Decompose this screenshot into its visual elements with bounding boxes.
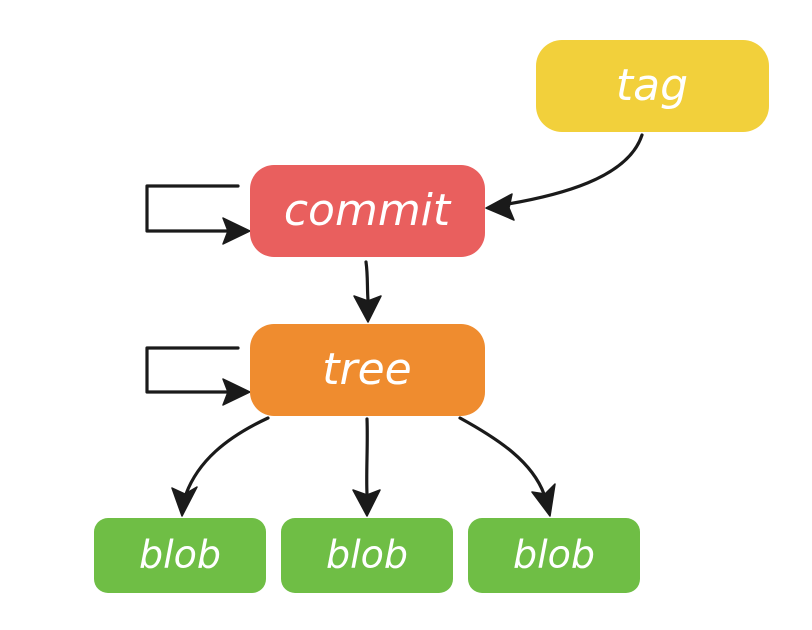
node-blob-2-label: blob xyxy=(326,533,408,577)
edge-tree-to-blob-3 xyxy=(458,416,546,496)
node-tree: tree xyxy=(250,324,485,416)
node-tag-box xyxy=(536,40,769,132)
node-blob-1-label: blob xyxy=(139,533,221,577)
arrowhead-tree-self-loop xyxy=(222,378,251,406)
node-tag: tag xyxy=(536,40,769,132)
node-blob-2: blob xyxy=(281,518,453,593)
edge-tree-to-blob-1 xyxy=(184,416,270,496)
node-blob-1-box xyxy=(94,518,266,593)
node-blob-3-box xyxy=(468,518,640,593)
arrowhead-tree-to-blob-1 xyxy=(171,486,198,517)
edge-tree-to-blob-2 xyxy=(365,417,369,496)
edges xyxy=(145,133,644,517)
node-tree-box xyxy=(250,324,485,416)
arrowhead-commit-self-loop xyxy=(222,217,251,245)
node-commit-label: commit xyxy=(284,185,452,236)
arrowhead-tree-to-blob-2 xyxy=(352,489,381,517)
edge-commit-to-tree xyxy=(364,260,370,302)
node-blob-2-box xyxy=(281,518,453,593)
arrowhead-commit-to-tree xyxy=(353,295,382,323)
edge-tree-self-loop xyxy=(145,346,242,394)
node-commit-box xyxy=(250,165,485,257)
arrowhead-tree-to-blob-3 xyxy=(531,483,556,517)
node-blob-3: blob xyxy=(468,518,640,593)
node-blob-3-label: blob xyxy=(513,533,595,577)
arrowhead-tag-to-commit xyxy=(485,193,515,221)
node-tag-label: tag xyxy=(616,60,688,111)
node-blob-1: blob xyxy=(94,518,266,593)
node-tree-label: tree xyxy=(322,344,411,395)
node-commit: commit xyxy=(250,165,485,257)
edge-commit-self-loop xyxy=(145,184,242,233)
edge-tag-to-commit xyxy=(494,133,644,208)
